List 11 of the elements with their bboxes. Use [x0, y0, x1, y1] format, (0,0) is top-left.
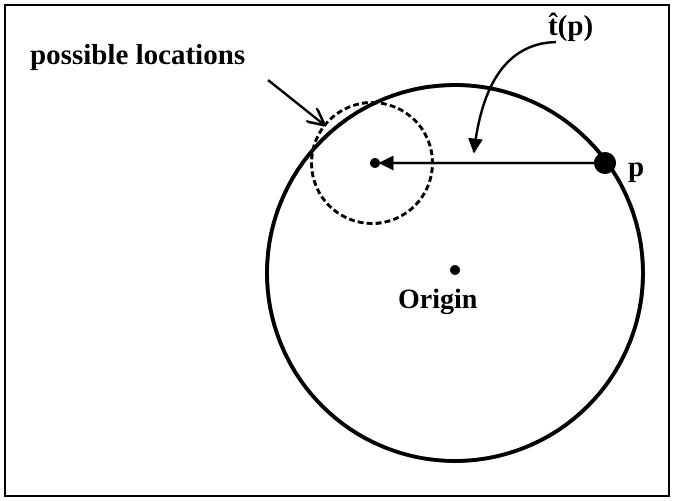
point-dot — [370, 158, 380, 168]
annotation-label: possible locations — [30, 38, 246, 73]
point-dot — [594, 152, 616, 174]
dashed-circle — [310, 101, 434, 225]
point-label: Origin — [398, 283, 478, 317]
point-label: p — [628, 150, 644, 185]
annotation-label: t̂(p) — [548, 9, 594, 44]
point-dot — [450, 265, 460, 275]
arrow — [378, 156, 594, 170]
leader-arrow — [267, 79, 326, 127]
curved-leader-arrow — [468, 40, 556, 154]
